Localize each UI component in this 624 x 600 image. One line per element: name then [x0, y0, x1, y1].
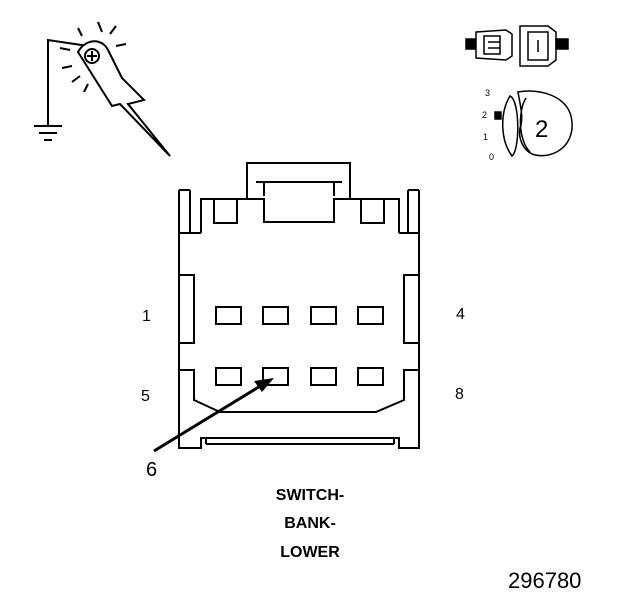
callout-label-6: 6: [146, 459, 158, 481]
pin-cavity-2: [262, 306, 289, 325]
caption-line-1: SWITCH-: [275, 487, 345, 504]
test-probe-grounded-icon: [34, 21, 171, 157]
pin-label-8: 8: [455, 386, 464, 403]
caption-line-3: LOWER: [280, 544, 340, 561]
pin-row-bottom: [215, 367, 384, 386]
pin-cavity-3: [310, 306, 337, 325]
selector-position-3: 3: [485, 88, 491, 98]
callout-arrow: [153, 378, 274, 453]
connector-halves-icon: [465, 25, 569, 67]
selector-position-1: 1: [483, 132, 489, 142]
pin-label-4: 4: [456, 306, 465, 323]
pin-cavity-4: [357, 306, 384, 325]
pin-cavity-5: [215, 367, 242, 386]
pin-cavity-8: [357, 367, 384, 386]
figure-number: 296780: [508, 568, 582, 593]
pin-row-top: [215, 306, 384, 325]
selector-position-2: 2: [482, 110, 488, 120]
pin-cavity-1: [215, 306, 242, 325]
selector-knob-icon: [494, 90, 573, 158]
pin-cavity-7: [310, 367, 337, 386]
pin-label-5: 5: [141, 388, 150, 405]
selector-position-0: 0: [489, 152, 495, 162]
selector-value: 2: [535, 116, 549, 143]
caption-line-2: BANK-: [284, 515, 336, 532]
pin-label-1: 1: [142, 308, 151, 325]
connector-face: [178, 162, 420, 449]
